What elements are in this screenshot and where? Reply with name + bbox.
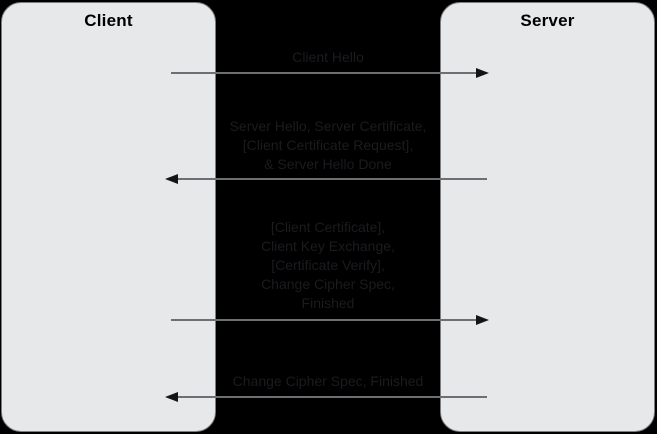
message-label: Client Hello — [292, 49, 364, 65]
message-label: [Client Certificate], Client Key Exchang… — [261, 219, 395, 311]
arrowhead-icon — [476, 68, 489, 78]
client-label: Client — [84, 11, 133, 30]
arrow-left-icon — [165, 392, 487, 402]
arrow-right-icon — [171, 68, 489, 78]
arrowhead-icon — [476, 315, 489, 325]
message-label: Change Cipher Spec, Finished — [232, 373, 424, 389]
arrowhead-icon — [165, 174, 178, 184]
arrowhead-icon — [165, 392, 178, 402]
message-label: Server Hello, Server Certificate, [Clien… — [229, 118, 427, 172]
arrow-right-icon — [171, 315, 489, 325]
server-label: Server — [520, 11, 575, 30]
arrow-left-icon — [165, 174, 487, 184]
